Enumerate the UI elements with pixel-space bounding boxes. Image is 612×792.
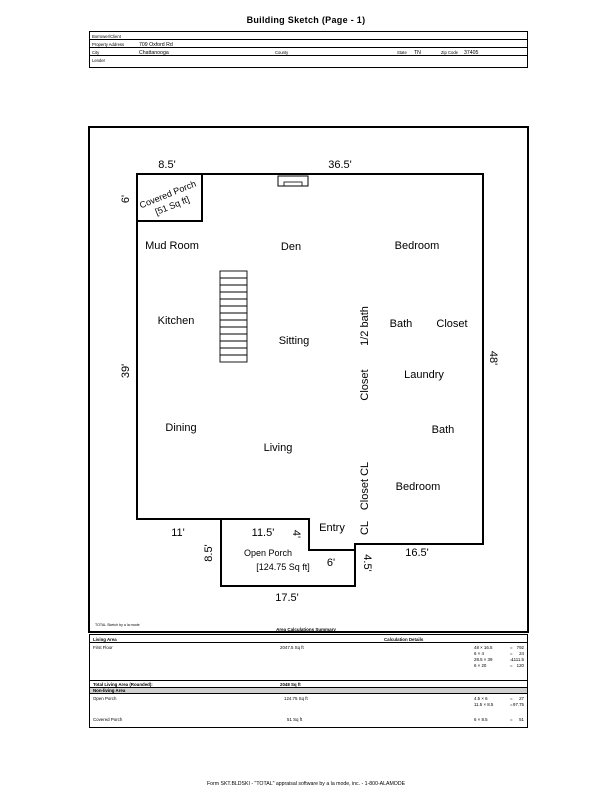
living-area-header: Living Area <box>93 636 117 642</box>
room-kitchen: Kitchen <box>158 315 195 327</box>
fireplace-icon <box>277 175 309 187</box>
page-title: Building Sketch (Page - 1) <box>246 15 366 25</box>
room-bedroom-top: Bedroom <box>395 240 440 252</box>
room-closet-cl: Closet CL <box>359 462 371 510</box>
open-porch-area: [124.75 Sq ft] <box>256 562 310 572</box>
first-floor-calc-val: 120 <box>516 663 524 668</box>
first-floor-calc-expr: 48 × 16.5 <box>474 645 493 650</box>
area-calculations-table: Living Area Calculation Details First Fl… <box>89 634 528 728</box>
room-bath-top: Bath <box>390 318 413 330</box>
borrower-label: Borrower/Client <box>92 33 121 39</box>
open-porch-row-label: Open Porch <box>93 696 117 701</box>
first-floor-calc-val: 1111.5 <box>511 657 524 662</box>
sketch-credit: TOTAL Sketch by a la mode <box>95 623 140 627</box>
total-living-value: 2048 Sq ft <box>280 681 301 687</box>
room-den: Den <box>281 241 301 253</box>
covered-porch-row-label: Covered Porch <box>93 717 123 722</box>
first-floor-calc-expr: 28.5 × 39 <box>474 657 493 662</box>
dim-entry-bottom: 6' <box>327 557 335 569</box>
first-floor-calc-val: 24 <box>519 651 524 656</box>
covered-porch-outline <box>136 173 203 222</box>
open-porch-calc-eq: = <box>510 702 513 707</box>
covered-porch-calc-val: 51 <box>519 717 524 722</box>
room-bedroom-bottom: Bedroom <box>396 481 441 493</box>
dim-top-main: 36.5' <box>328 159 352 171</box>
room-closet-top: Closet <box>436 318 467 330</box>
first-floor-calc-val: 792 <box>516 645 524 650</box>
dim-bottom-right: 16.5' <box>405 547 429 559</box>
city-value: Chattanooga <box>139 50 169 56</box>
dim-bottom-left: 11' <box>171 527 185 539</box>
state-value: TN <box>414 50 421 56</box>
room-bath-bottom: Bath <box>432 424 455 436</box>
form-footer: Form SKT.BLDSKI - "TOTAL" appraisal soft… <box>206 781 406 787</box>
fireplace-hearth <box>283 181 303 187</box>
open-porch-row-value: 124.75 Sq ft <box>284 696 308 701</box>
calc-details-header: Calculation Details <box>384 636 424 642</box>
first-floor-value: 2047.5 Sq ft <box>280 645 304 650</box>
building-outline <box>136 173 484 551</box>
zip-label: Zip Code <box>441 49 458 55</box>
first-floor-calc-expr: 6 × 4 <box>474 651 484 656</box>
zip-value: 37405 <box>464 50 479 56</box>
room-entry: Entry <box>319 522 345 534</box>
first-floor-calc-eq: = <box>510 651 513 656</box>
room-laundry: Laundry <box>404 369 444 381</box>
open-porch-calc-val: 97.75 <box>513 702 524 707</box>
dim-top-left: 8.5' <box>158 159 175 171</box>
total-living-label: Total Living Area (Rounded): <box>93 681 153 687</box>
room-closet-mid: Closet <box>359 369 371 400</box>
dim-left: 39' <box>120 364 132 378</box>
covered-porch-calc-expr: 6 × 8.5 <box>474 717 488 722</box>
lender-row: Lender <box>90 56 527 64</box>
covered-porch-calc-eq: = <box>510 717 513 722</box>
subject-header: Borrower/Client Property Address 709 Oxf… <box>89 31 528 68</box>
state-label: State <box>397 49 407 55</box>
dim-open-porch-left: 8.5' <box>203 544 215 561</box>
calc-summary-title: Area Calculations Summary <box>276 627 336 632</box>
lender-label: Lender <box>92 57 106 63</box>
open-porch-outline <box>220 518 356 587</box>
city-label: City <box>92 49 100 55</box>
nonliving-header: Non-living Area <box>93 687 126 693</box>
property-label: Property Address <box>92 41 125 47</box>
room-dining: Dining <box>165 422 196 434</box>
room-half-bath: 1/2 bath <box>359 306 371 346</box>
county-label: County <box>275 49 289 55</box>
room-living: Living <box>264 442 293 454</box>
first-floor-calc-eq: = <box>510 657 513 662</box>
dim-step-vert: 4.5' <box>361 554 373 571</box>
open-porch-calc-expr: 11.5 × 8.5 <box>474 702 494 707</box>
covered-porch-row-value: 51 Sq ft <box>287 717 303 722</box>
stairs-icon <box>219 270 248 363</box>
property-value: 709 Oxford Rd <box>139 42 173 48</box>
dim-open-porch-bottom: 17.5' <box>275 592 299 604</box>
room-mud-room: Mud Room <box>145 240 199 252</box>
dim-open-porch-top: 11.5' <box>252 527 275 539</box>
sketch-frame <box>88 126 529 633</box>
first-floor-calc-expr: 6 × 20 <box>474 663 487 668</box>
open-porch-calc-expr: 4.5 × 6 <box>474 696 488 701</box>
first-floor-calc-eq: = <box>510 645 513 650</box>
open-porch-calc-val: 27 <box>519 696 524 701</box>
first-floor-label: First Floor <box>93 645 113 650</box>
dim-porch-side: 6' <box>120 195 132 203</box>
property-row: Property Address 709 Oxford Rd <box>90 40 527 48</box>
first-floor-calc-eq: = <box>510 663 513 668</box>
room-cl: CL <box>359 521 371 535</box>
open-porch-calc-eq: = <box>510 696 513 701</box>
dim-right: 48' <box>487 351 499 365</box>
room-sitting: Sitting <box>279 335 310 347</box>
dim-entry-right: 4' <box>290 530 302 538</box>
open-porch-label: Open Porch <box>244 548 292 558</box>
borrower-row: Borrower/Client <box>90 32 527 40</box>
city-row: City Chattanooga County State TN Zip Cod… <box>90 48 527 56</box>
